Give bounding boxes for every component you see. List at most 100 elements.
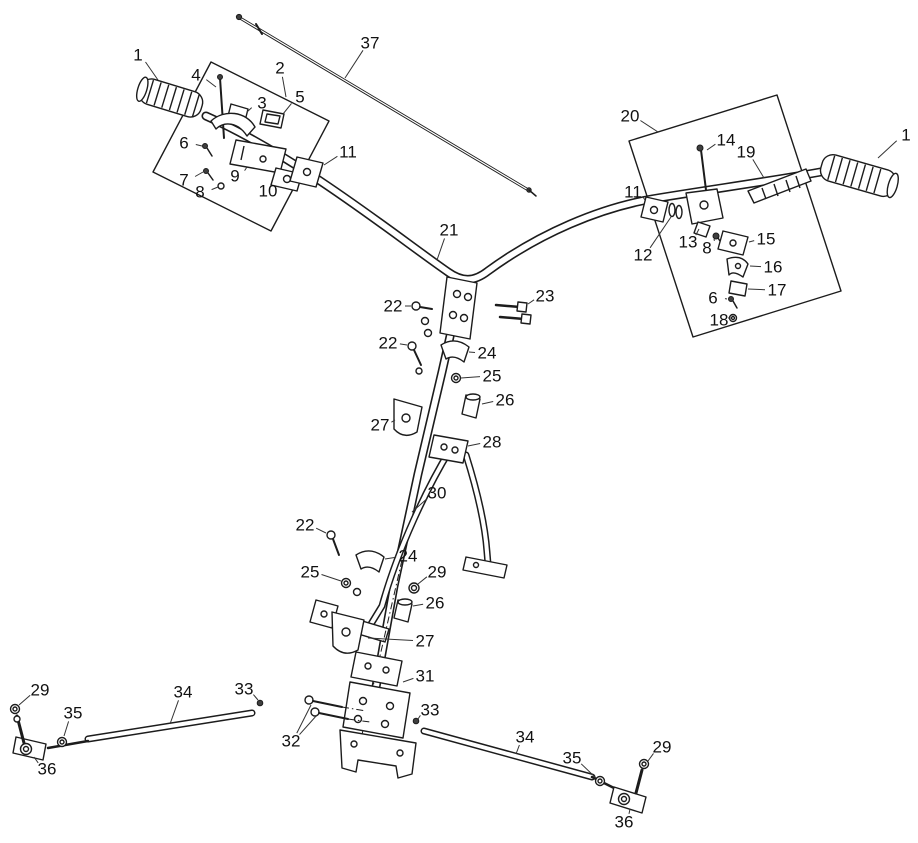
jam-nut-35-right xyxy=(594,775,606,787)
callout-leader xyxy=(515,744,520,755)
clamp-27-upper xyxy=(393,398,423,437)
washer-12 xyxy=(675,204,683,220)
callout-leader xyxy=(649,216,672,249)
callout-leader xyxy=(417,715,421,720)
bolt-32-b xyxy=(310,707,371,723)
callout-leader xyxy=(194,171,204,177)
part-number-1: 1 xyxy=(133,46,142,65)
part-number-37: 37 xyxy=(361,34,380,53)
callout-leader xyxy=(468,351,476,353)
washer xyxy=(423,328,433,338)
part-number-21: 21 xyxy=(440,221,459,240)
part-number-27: 27 xyxy=(371,416,390,435)
callout-leader xyxy=(33,756,39,764)
nut-29-left xyxy=(9,703,21,715)
part-number-11: 11 xyxy=(339,143,357,162)
callout-leader xyxy=(527,299,535,305)
callout-leader xyxy=(411,498,428,513)
clamp-half-24-upper xyxy=(440,340,470,363)
tie-rod-bolts xyxy=(256,695,420,725)
bolt-22-mid xyxy=(407,341,422,366)
nut-25-upper xyxy=(450,372,462,384)
bolts-23 xyxy=(494,301,532,325)
part-number-35: 35 xyxy=(64,704,83,723)
callout-leader xyxy=(640,120,659,133)
bracket-left-of-clamp xyxy=(309,599,339,629)
throttle-housing-13 xyxy=(685,188,724,238)
part-number-4: 4 xyxy=(191,66,200,85)
callout-leader xyxy=(481,401,494,405)
bar-clamp-bracket-11-right xyxy=(640,196,669,223)
part-number-7: 7 xyxy=(179,171,188,190)
part-number-22: 22 xyxy=(384,297,403,316)
part-number-17: 17 xyxy=(768,281,787,300)
pin-33-left xyxy=(256,699,264,707)
bracket-plate-top xyxy=(350,651,403,687)
callout-leader xyxy=(412,603,424,607)
part-number-5: 5 xyxy=(295,88,304,107)
callout-leader xyxy=(321,574,342,582)
part-number-34: 34 xyxy=(174,683,193,702)
callout-leader xyxy=(877,140,898,159)
tie-rod-right xyxy=(420,727,650,814)
callout-leader xyxy=(281,76,287,98)
part-number-25: 25 xyxy=(301,563,320,582)
callout-leader xyxy=(436,238,445,261)
part-number-29: 29 xyxy=(31,681,50,700)
part-number-26: 26 xyxy=(496,391,515,410)
spacer-26-upper xyxy=(461,393,481,419)
screw-6-right xyxy=(728,296,738,309)
callout-leader xyxy=(749,265,762,268)
part-number-36: 36 xyxy=(38,760,57,779)
part-number-29: 29 xyxy=(428,563,447,582)
brake-lever-assembly xyxy=(202,74,324,192)
callout-leader xyxy=(211,186,219,191)
steering-bottom-bracket xyxy=(339,559,417,779)
ball-8-left xyxy=(217,182,225,190)
callout-leader xyxy=(344,50,364,79)
callout-leader xyxy=(246,107,253,113)
washer xyxy=(13,715,21,723)
part-number-6: 6 xyxy=(179,134,188,153)
part-number-18: 18 xyxy=(710,311,729,330)
part-number-33: 33 xyxy=(421,701,440,720)
part-number-14: 14 xyxy=(717,131,736,150)
brake-lever-blade xyxy=(210,112,256,137)
callout-leader xyxy=(460,376,481,379)
callout-leader xyxy=(253,694,259,701)
lever-15 xyxy=(717,230,749,256)
callout-leader xyxy=(63,721,70,737)
callout-leader xyxy=(205,79,217,88)
part-number-12: 12 xyxy=(634,246,653,265)
nut-18 xyxy=(728,313,738,323)
cable-adjuster xyxy=(255,23,263,35)
bracket-plate-bottom xyxy=(339,729,417,779)
screw-7 xyxy=(203,168,214,181)
callout-leader xyxy=(299,714,318,735)
callout-leader xyxy=(752,159,765,179)
right-control-box xyxy=(628,94,842,338)
part-number-11: 11 xyxy=(624,183,642,202)
washer xyxy=(415,367,423,375)
callout-leader xyxy=(282,103,292,115)
callout-leader xyxy=(467,443,481,447)
callout-leader xyxy=(706,143,716,151)
callout-leader xyxy=(748,240,755,243)
part-number-6: 6 xyxy=(708,289,717,308)
part-number-3: 3 xyxy=(257,94,266,113)
callout-leader xyxy=(277,185,280,188)
part-number-33: 33 xyxy=(235,680,254,699)
callout-leader xyxy=(384,556,397,560)
part-number-24: 24 xyxy=(478,344,497,363)
part-number-1: 1 xyxy=(901,126,910,145)
part-number-20: 20 xyxy=(621,107,640,126)
part-number-32: 32 xyxy=(282,732,301,751)
stem-brace-right xyxy=(462,451,508,579)
throttle-assembly xyxy=(640,144,812,323)
lower-clamp-hardware xyxy=(309,530,420,654)
part-number-8: 8 xyxy=(195,183,204,202)
bolt-22-upper xyxy=(411,301,433,311)
